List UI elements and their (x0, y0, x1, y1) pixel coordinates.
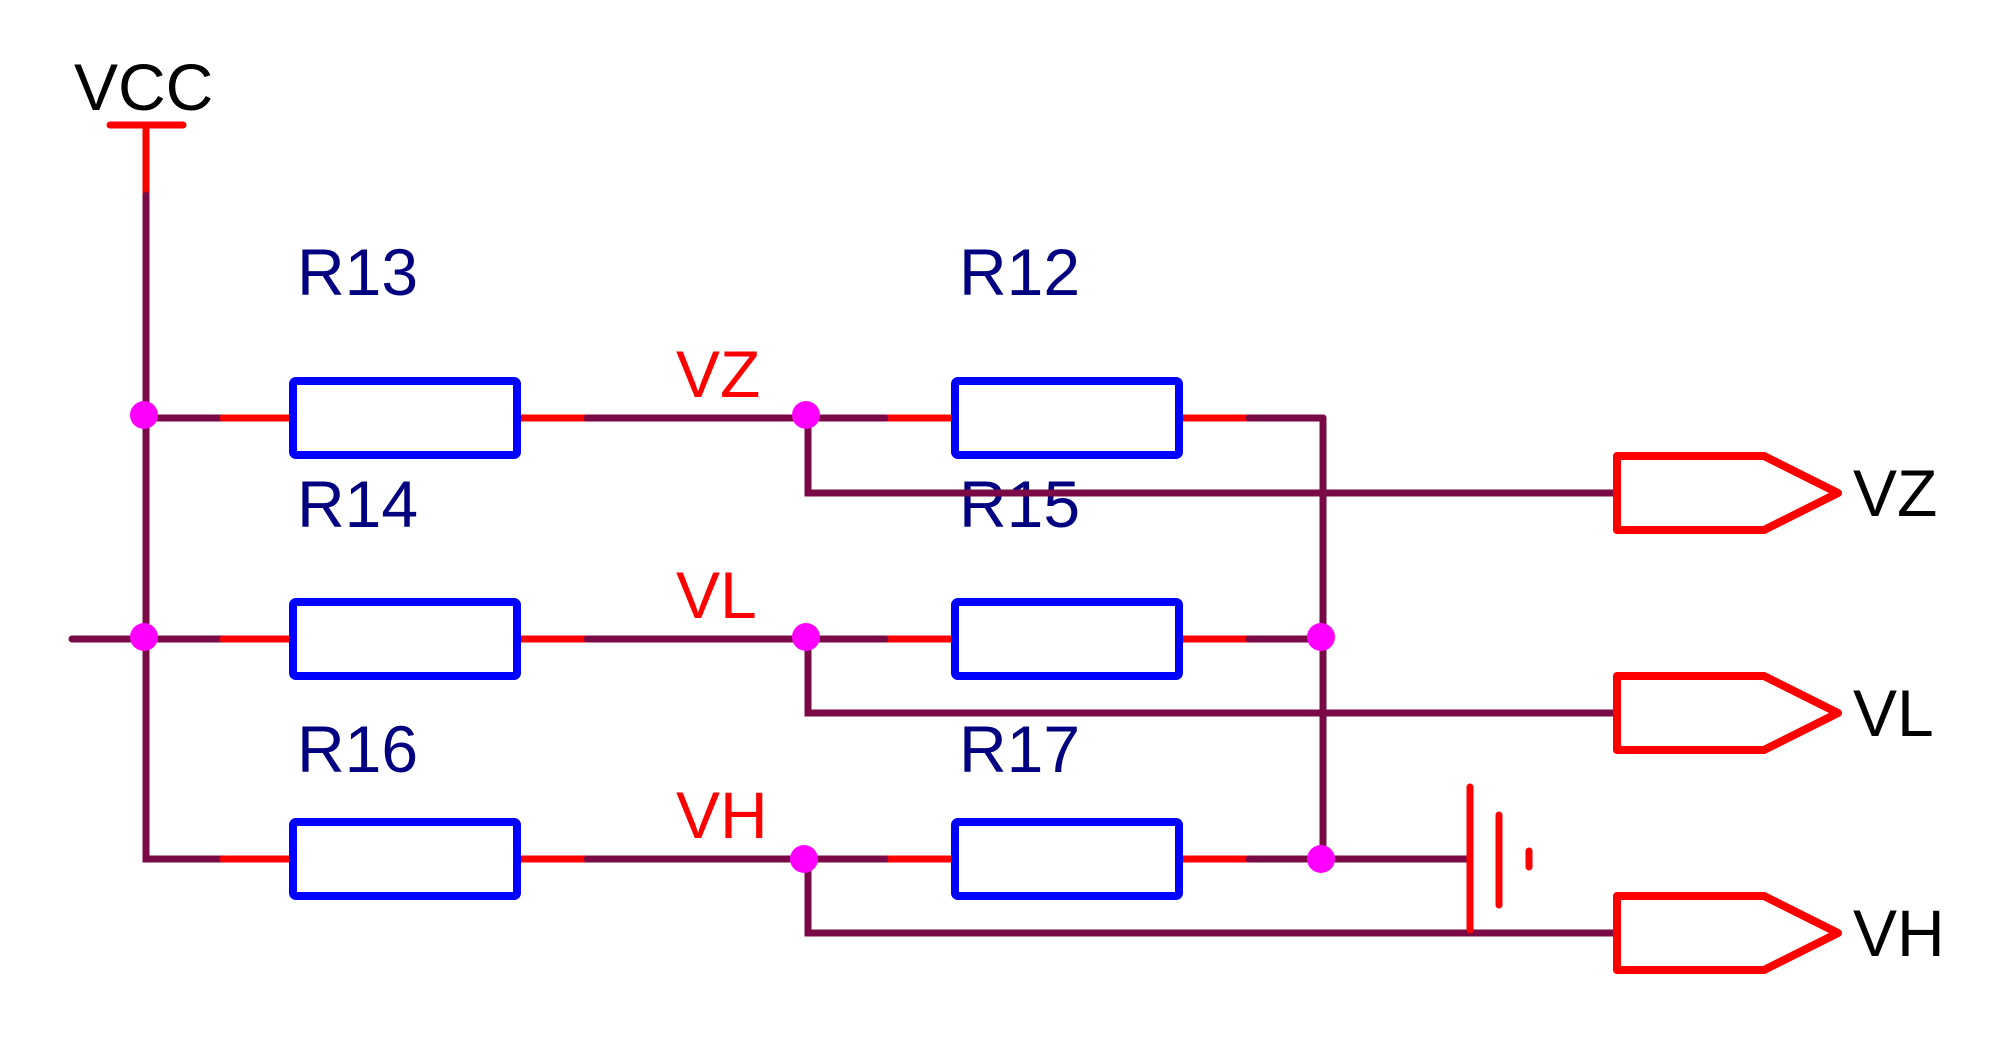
output-port-vh[interactable]: VH (1613, 892, 1945, 974)
resistor-body (289, 818, 521, 900)
junction-dot (1307, 845, 1335, 873)
junction-dot (790, 845, 818, 873)
left-rail-wire (142, 191, 227, 863)
ground-symbol-icon (1466, 783, 1533, 934)
port-bus-wire (804, 635, 1621, 717)
port-label: VH (1853, 896, 1945, 970)
junction-dot (1307, 623, 1335, 651)
output-port-vz[interactable]: VZ (1613, 452, 1937, 534)
junction-dot (792, 401, 820, 429)
vcc-label: VCC (74, 50, 213, 124)
resistor-body (289, 598, 521, 680)
net-label: VH (676, 778, 768, 852)
resistor-r17[interactable]: R17 (881, 712, 1253, 900)
resistor-r13[interactable]: R13 (219, 235, 591, 459)
junctions (130, 401, 1335, 873)
vcc-power-symbol: VCC (74, 50, 213, 199)
net-label: VZ (676, 337, 760, 411)
resistor-r16[interactable]: R16 (219, 712, 591, 900)
resistor-ref-label: R14 (297, 467, 418, 541)
net-label: VL (676, 558, 757, 632)
port-bus-wire (804, 414, 1621, 497)
port-label: VZ (1853, 456, 1937, 530)
port-label: VL (1853, 676, 1934, 750)
resistor-body (951, 818, 1183, 900)
right-rail (1319, 414, 1474, 863)
left-rail (68, 191, 227, 863)
resistor-body (289, 377, 521, 459)
resistor-body (951, 598, 1183, 680)
resistor-body (951, 377, 1183, 459)
output-ports: VZ VL VH (1613, 452, 1945, 974)
port-bus-wire (804, 855, 1621, 937)
net-vl: VL (583, 558, 1621, 717)
resistor-ref-label: R13 (297, 235, 418, 309)
resistor-ref-label: R17 (959, 712, 1080, 786)
resistor-r15[interactable]: R15 (881, 467, 1253, 680)
resistor-r12[interactable]: R12 (881, 235, 1253, 459)
port-arrow-icon (1613, 892, 1842, 974)
output-port-vl[interactable]: VL (1613, 672, 1934, 754)
resistor-ref-label: R16 (297, 712, 418, 786)
resistor-r14[interactable]: R14 (219, 467, 591, 680)
net-vz: VZ (583, 337, 1621, 497)
port-arrow-icon (1613, 452, 1842, 534)
resistor-ref-label: R12 (959, 235, 1080, 309)
port-arrow-icon (1613, 672, 1842, 754)
junction-dot (792, 623, 820, 651)
junction-dot (130, 401, 158, 429)
junction-dot (130, 623, 158, 651)
resistor-ref-label: R15 (959, 467, 1080, 541)
